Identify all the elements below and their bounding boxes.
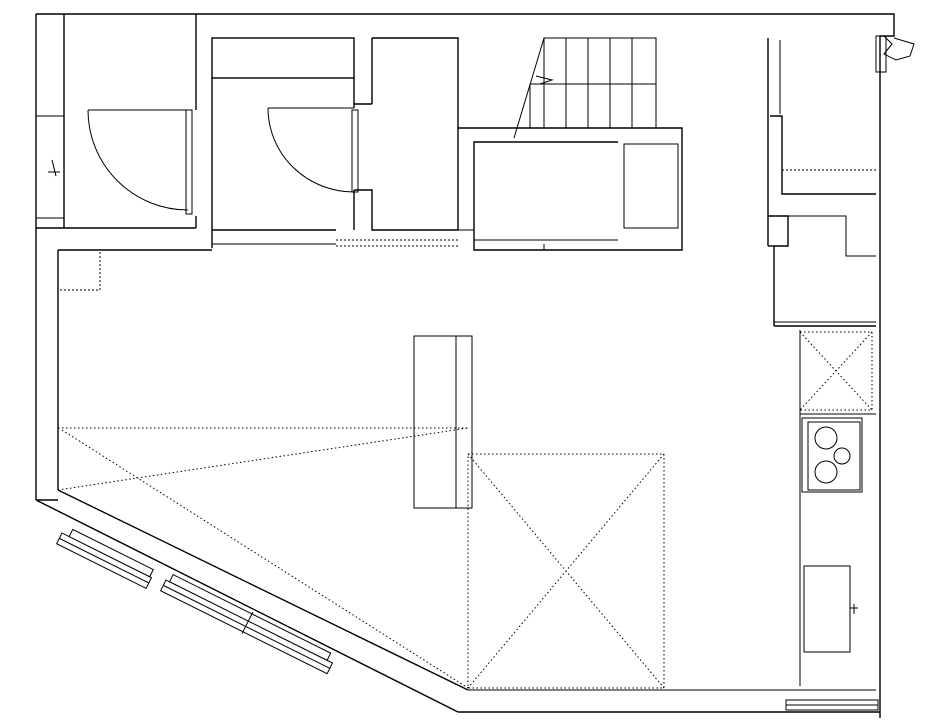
main-room (57, 252, 665, 689)
diagonal-windows (55, 528, 334, 675)
kitchen-counter (799, 330, 876, 686)
outer-walls (35, 13, 895, 718)
bathroom-middle (211, 37, 359, 248)
staircase (458, 37, 683, 251)
utility-room (767, 38, 876, 327)
entry-door (875, 35, 915, 73)
closet (336, 37, 459, 247)
window-bottom-right (785, 699, 879, 711)
bathroom-left (36, 14, 197, 229)
